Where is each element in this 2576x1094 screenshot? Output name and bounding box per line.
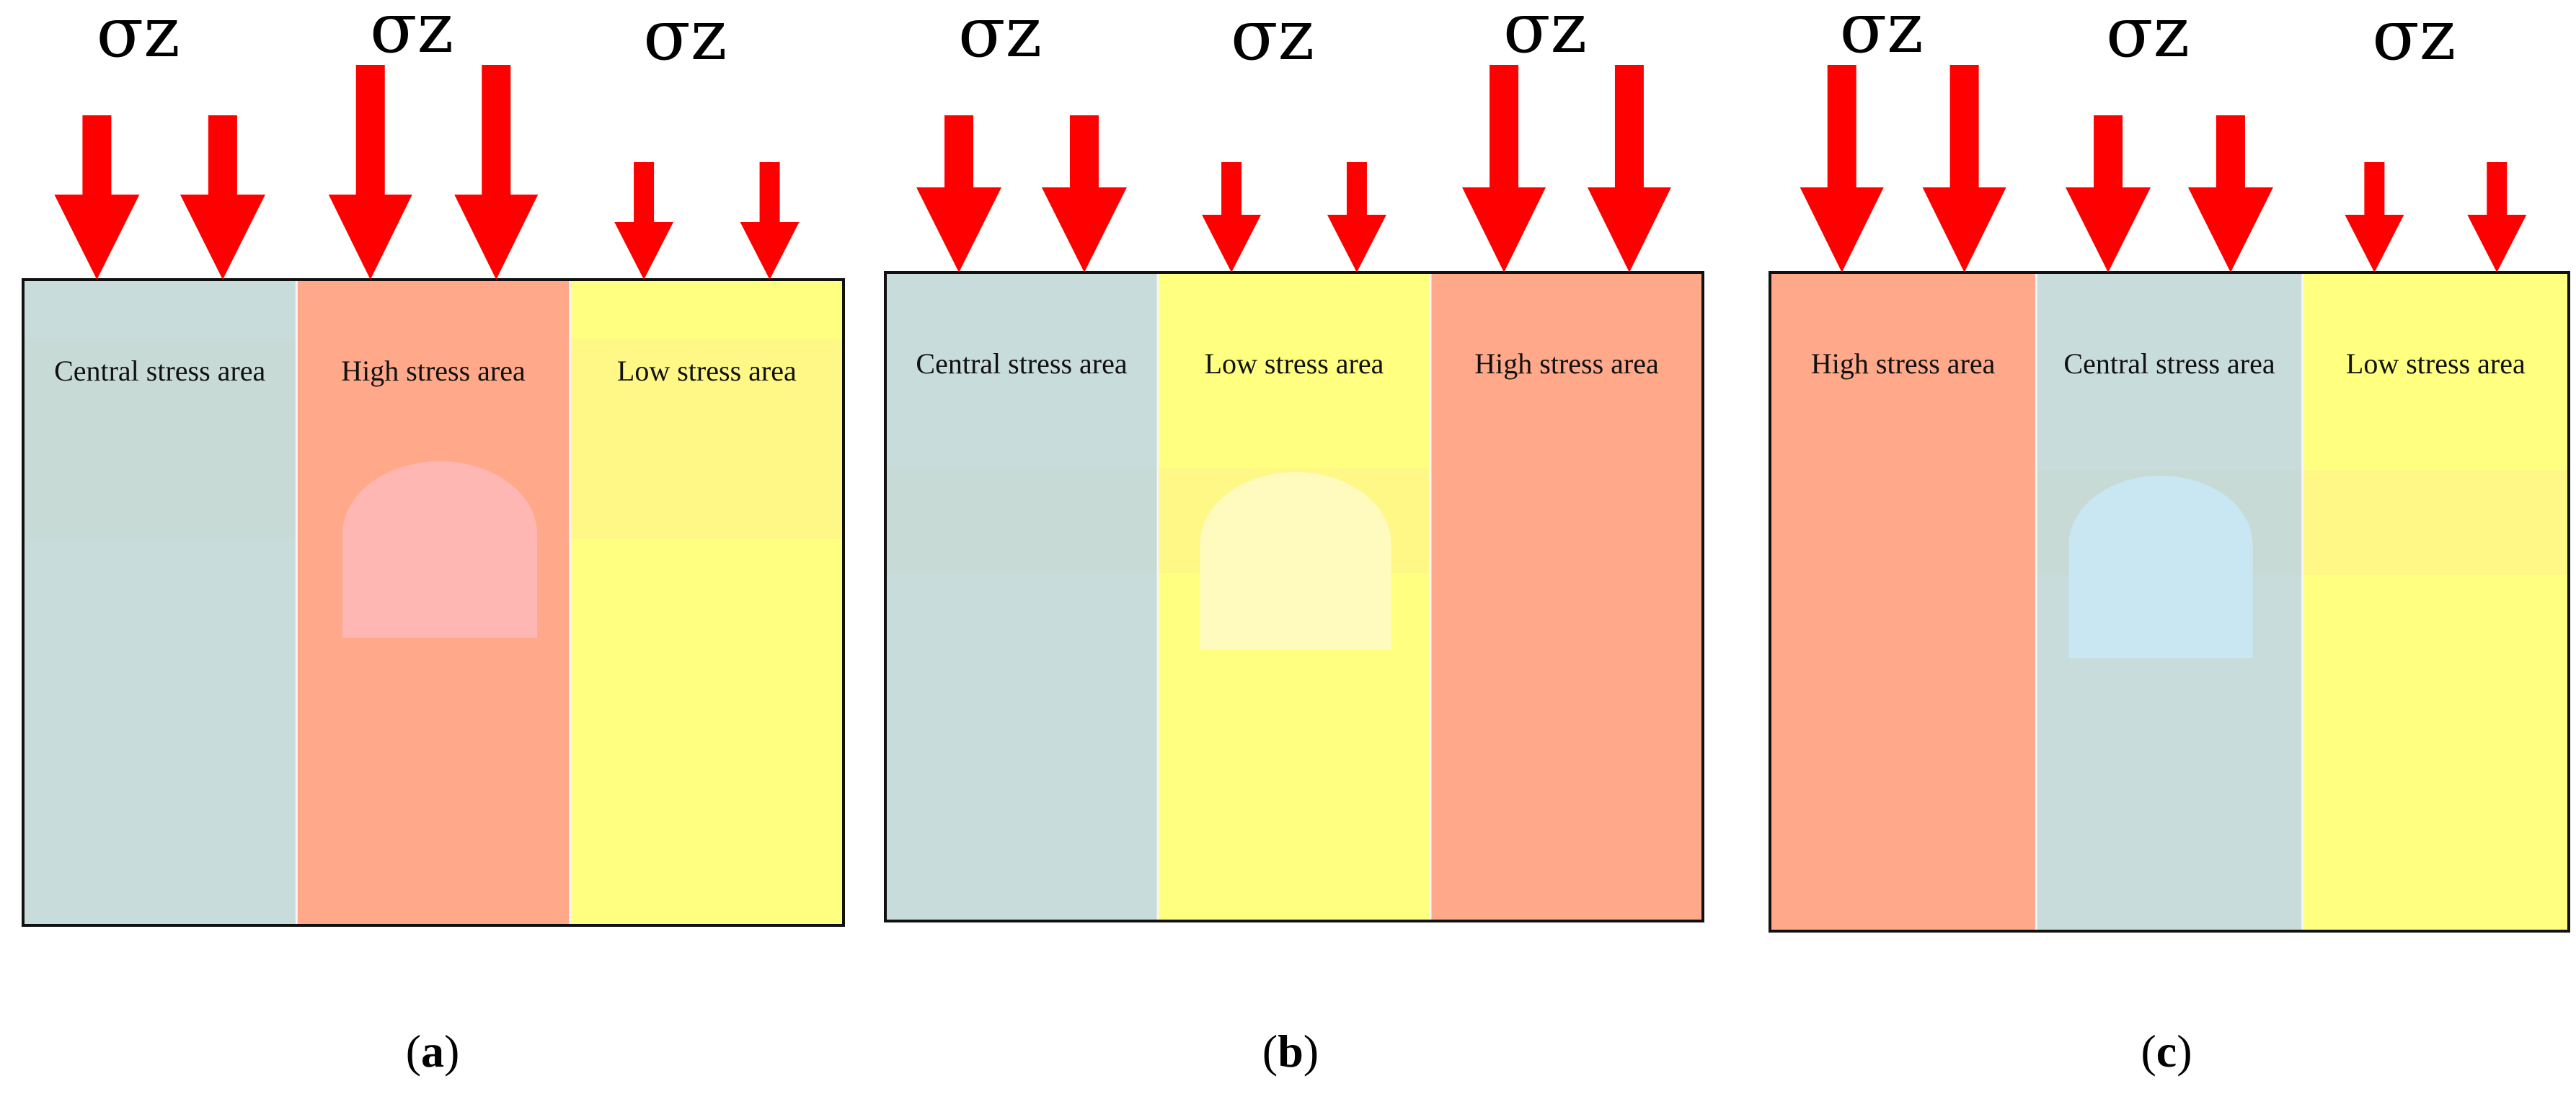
down-arrow-icon [1462,65,1546,272]
caption-open-paren: ( [2141,1026,2156,1077]
caption-open-paren: ( [406,1026,421,1077]
sigma-z-label: σz [2106,0,2190,73]
stress-band [570,339,844,539]
caption-close-paren: ) [1304,1026,1319,1077]
down-arrow-icon [180,115,265,280]
down-arrow-icon [1922,65,2006,272]
tunnel-opening [1200,471,1391,650]
high-stress-zone [1770,272,2037,931]
sigma-z-label: σz [1503,0,1587,68]
low-stress-label: Low stress area [2346,347,2526,380]
down-arrow-icon [454,65,539,280]
caption-open-paren: ( [1262,1026,1278,1077]
high-stress-label: High stress area [1474,347,1659,380]
tunnel-opening [2068,476,2253,658]
down-arrow-icon [1587,65,1671,272]
caption-close-paren: ) [2177,1026,2192,1077]
stress-band [23,339,297,539]
sigma-z-label: σz [1231,0,1314,76]
high-stress-zone [1430,272,1703,921]
sigma-z-label: σz [370,0,453,68]
sigma-z-label: σz [958,0,1042,73]
sigma-z-label: σz [1840,0,1924,68]
central-stress-label: Central stress area [916,347,1127,380]
high-stress-label: High stress area [1811,347,1996,380]
caption-letter: a [421,1026,444,1077]
down-arrow-icon [1202,162,1262,272]
stress-band [885,468,1158,573]
down-arrow-icon [2187,115,2273,272]
panel-caption: (c) [2141,1026,2192,1077]
sigma-z-label: σz [97,0,180,73]
sigma-z-label: σz [643,0,727,76]
down-arrow-icon [1800,65,1884,272]
down-arrow-icon [54,115,140,280]
down-arrow-icon [740,162,800,280]
panel-border [884,271,1704,922]
caption-letter: b [1278,1026,1304,1077]
sigma-z-label: σz [2372,0,2456,76]
down-arrow-icon [1327,162,1386,272]
tunnel-opening [342,461,537,638]
low-stress-label: Low stress area [617,355,797,387]
down-arrow-icon [1041,115,1127,272]
central-stress-zone [885,272,1158,921]
caption-close-paren: ) [444,1026,459,1077]
panel-caption: (a) [406,1026,460,1077]
down-arrow-icon [328,65,412,280]
panel-caption: (b) [1262,1026,1319,1077]
central-stress-label: Central stress area [2063,347,2275,380]
low-stress-zone [2302,272,2569,931]
panel-border [1769,271,2570,933]
low-stress-label: Low stress area [1205,347,1384,380]
central-stress-label: Central stress area [54,355,265,387]
down-arrow-icon [2066,115,2151,272]
down-arrow-icon [614,162,674,280]
panel-border [22,278,845,927]
down-arrow-icon [2345,162,2404,272]
down-arrow-icon [2467,162,2527,272]
down-arrow-icon [916,115,1002,272]
high-stress-label: High stress area [341,355,526,387]
stress-band [2302,470,2569,575]
caption-letter: c [2156,1026,2177,1077]
